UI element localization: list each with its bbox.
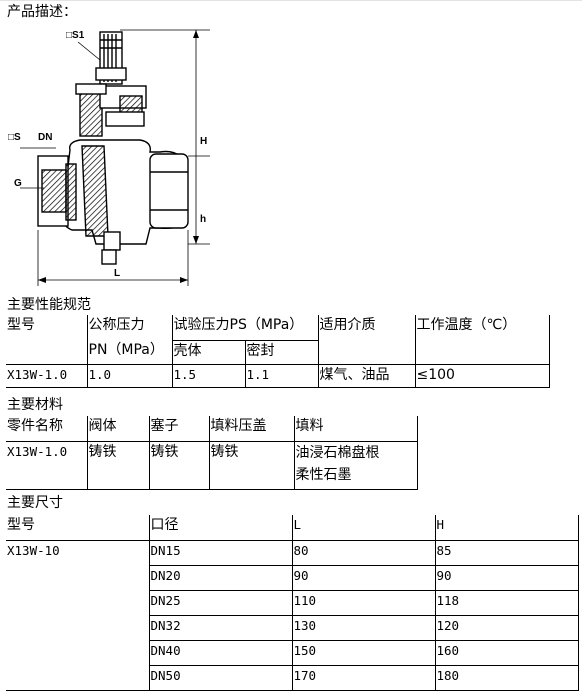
materials-heading: 主要材料 [7,397,63,413]
label-s1: □S1 [66,30,85,41]
mat-body: 铸铁 [87,441,150,489]
dim-h-dn: 口径 [149,515,293,540]
mat-h-packing: 填料 [294,416,418,441]
perf-h-ps: 试验压力PS（MPa） [172,315,319,341]
mat-packing-line1: 油浸石棉盘根 [295,444,380,461]
label-l: L [114,268,120,279]
dim-l: 150 [292,640,436,665]
dim-h: 118 [435,590,579,615]
label-s: □S [8,132,21,143]
dim-dn: DN40 [149,640,293,665]
label-dn: DN [38,132,52,143]
dim-h: 180 [435,665,579,690]
table-row: DN25 110 118 [6,590,579,615]
dim-h-model: 型号 [6,515,150,540]
mat-h-plug: 塞子 [149,416,210,441]
perf-pn: 1.0 [87,364,173,387]
mat-packing-cell: 油浸石棉盘根 柔性石墨 [294,441,418,489]
mat-plug: 铸铁 [149,441,210,489]
mat-packing-line2: 柔性石墨 [295,466,352,483]
dim-model: X13W-10 [6,540,150,691]
dim-l: 130 [292,615,436,640]
perf-h-model: 型号 [6,315,88,340]
perf-h-pn2: PN（MPa） [87,340,173,364]
mat-h-body: 阀体 [87,416,150,441]
label-g: G [14,178,22,189]
dimensions-heading: 主要尺寸 [7,495,63,511]
top-rule [0,0,582,1]
dim-dn: DN32 [149,615,293,640]
dim-dn: DN50 [149,665,293,690]
perf-h-shell: 壳体 [172,340,246,364]
mat-model: X13W-1.0 [6,441,88,489]
perf-h-pn1: 公称压力 [87,315,173,340]
perf-h-temp: 工作温度（℃） [415,315,550,364]
mat-h-gland: 填料压盖 [209,416,295,441]
dim-h: 160 [435,640,579,665]
materials-table: 零件名称 阀体 塞子 填料压盖 填料 X13W-1.0 铸铁 铸铁 铸铁 油浸石… [6,416,418,490]
table-row: DN20 90 90 [6,565,579,590]
dim-h: 85 [435,540,579,565]
dim-h: 120 [435,615,579,640]
perf-h-seal: 密封 [245,340,319,364]
label-h-upper: H [200,136,207,147]
valve-drawing: □S1 □S DN G H h L [8,29,210,286]
dim-h: 90 [435,565,579,590]
performance-heading: 主要性能规范 [7,297,91,313]
table-row: DN32 130 120 [6,615,579,640]
perf-temp: ≤100 [415,364,550,387]
dim-l: 110 [292,590,436,615]
performance-table: 型号 公称压力 试验压力PS（MPa） 适用介质 工作温度（℃） PN（MPa）… [6,315,550,388]
intro-title: 产品描述： [7,4,77,20]
perf-seal: 1.1 [245,364,319,387]
table-row: X13W-10 DN15 80 85 [6,540,579,691]
dim-h-l: L [292,515,436,540]
dim-l: 170 [292,665,436,690]
dim-dn: DN20 [149,565,293,590]
table-row: DN40 150 160 [6,640,579,665]
perf-model: X13W-1.0 [6,364,88,387]
dimensions-table: 型号 口径 L H X13W-10 DN15 80 85 DN20 90 90 … [6,515,579,691]
perf-shell: 1.5 [172,364,246,387]
mat-gland: 铸铁 [209,441,295,489]
mat-h-part: 零件名称 [6,416,88,441]
perf-medium: 煤气、油品 [318,364,416,387]
dim-dn: DN25 [149,590,293,615]
perf-h-medium: 适用介质 [318,315,416,364]
dim-l: 90 [292,565,436,590]
dim-dn: DN15 [149,540,293,565]
dim-l: 80 [292,540,436,565]
dim-h-h: H [435,515,579,540]
table-row: DN50 170 180 [6,665,579,690]
label-h-lower: h [200,214,206,225]
